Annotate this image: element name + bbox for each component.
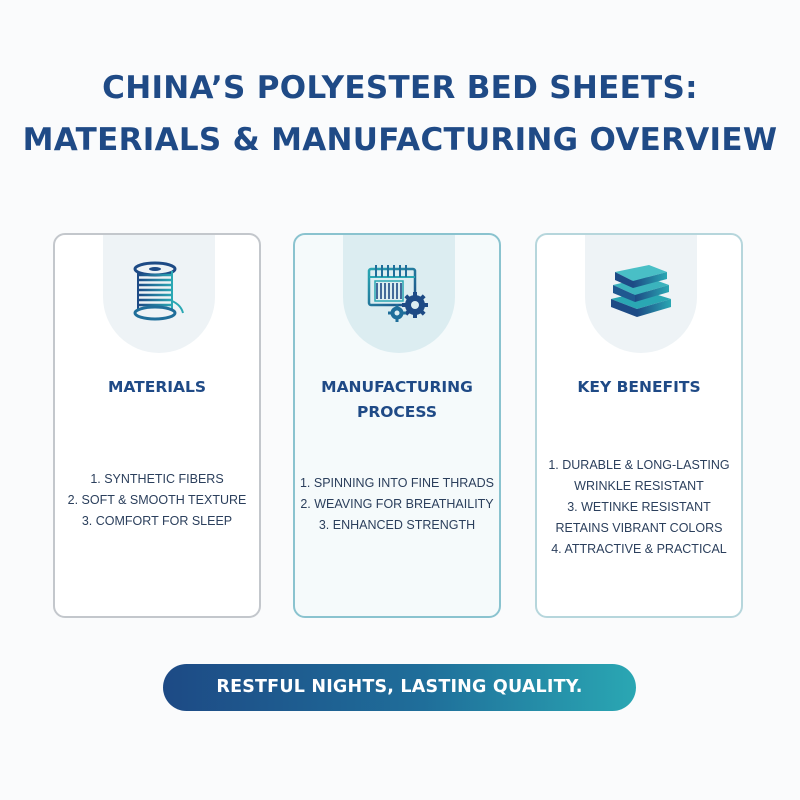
list-item: 3. COMFORT FOR SLEEP: [81, 514, 233, 528]
list-item: WRINKLE RESISTANT: [574, 479, 704, 493]
materials-title: MATERIALS: [55, 375, 259, 400]
thread-spool-icon: [133, 261, 184, 321]
list-item: RETAINS VIBRANT COLORS: [555, 521, 723, 535]
loom-gears-icon: [367, 265, 428, 322]
page-title-line-2: MATERIALS & MANUFACTURING OVERVIEW: [22, 122, 778, 158]
manufacturing-title-line-2: PROCESS: [356, 403, 438, 421]
benefits-title-line: KEY BENEFITS: [577, 378, 701, 396]
benefits-title: KEY BENEFITS: [537, 375, 741, 400]
page-title: CHINA’S POLYESTER BED SHEETS: MATERIALS …: [0, 62, 800, 166]
manufacturing-card: MANUFACTURING PROCESS 1. SPINNING INTO F…: [293, 233, 501, 618]
list-item: 1. SYNTHETIC FIBERS: [90, 472, 224, 486]
benefits-icon-tab: [585, 235, 697, 353]
manufacturing-icon-tab: [343, 235, 455, 353]
folded-sheets-icon: [611, 265, 671, 317]
materials-card: MATERIALS 1. SYNTHETIC FIBERS 2. SOFT & …: [53, 233, 261, 618]
list-item: 3. ENHANCED STRENGTH: [318, 518, 476, 532]
manufacturing-list: 1. SPINNING INTO FINE THRADS 2. WEAVING …: [295, 473, 499, 536]
page-title-line-1: CHINA’S POLYESTER BED SHEETS:: [102, 70, 698, 106]
list-item: 2. SOFT & SMOOTH TEXTURE: [67, 493, 247, 507]
manufacturing-title-line-1: MANUFACTURING: [321, 378, 473, 396]
list-item: 2. WEAVING FOR BREATHAILITY: [300, 497, 494, 511]
list-item: 1. DURABLE & LONG-LASTING: [548, 458, 730, 472]
materials-title-line: MATERIALS: [107, 378, 207, 396]
list-item: 3. WETINKE RESISTANT: [567, 500, 711, 514]
materials-icon-tab: [103, 235, 215, 353]
manufacturing-title: MANUFACTURING PROCESS: [295, 375, 499, 425]
benefits-card: KEY BENEFITS 1. DURABLE & LONG-LASTING W…: [535, 233, 743, 618]
list-item: 4. ATTRACTIVE & PRACTICAL: [551, 542, 727, 556]
materials-list: 1. SYNTHETIC FIBERS 2. SOFT & SMOOTH TEX…: [55, 469, 259, 532]
benefits-list: 1. DURABLE & LONG-LASTING WRINKLE RESIST…: [537, 455, 741, 560]
list-item: 1. SPINNING INTO FINE THRADS: [299, 476, 494, 490]
tagline-banner: RESTFUL NIGHTS, LASTING QUALITY.: [163, 664, 636, 711]
